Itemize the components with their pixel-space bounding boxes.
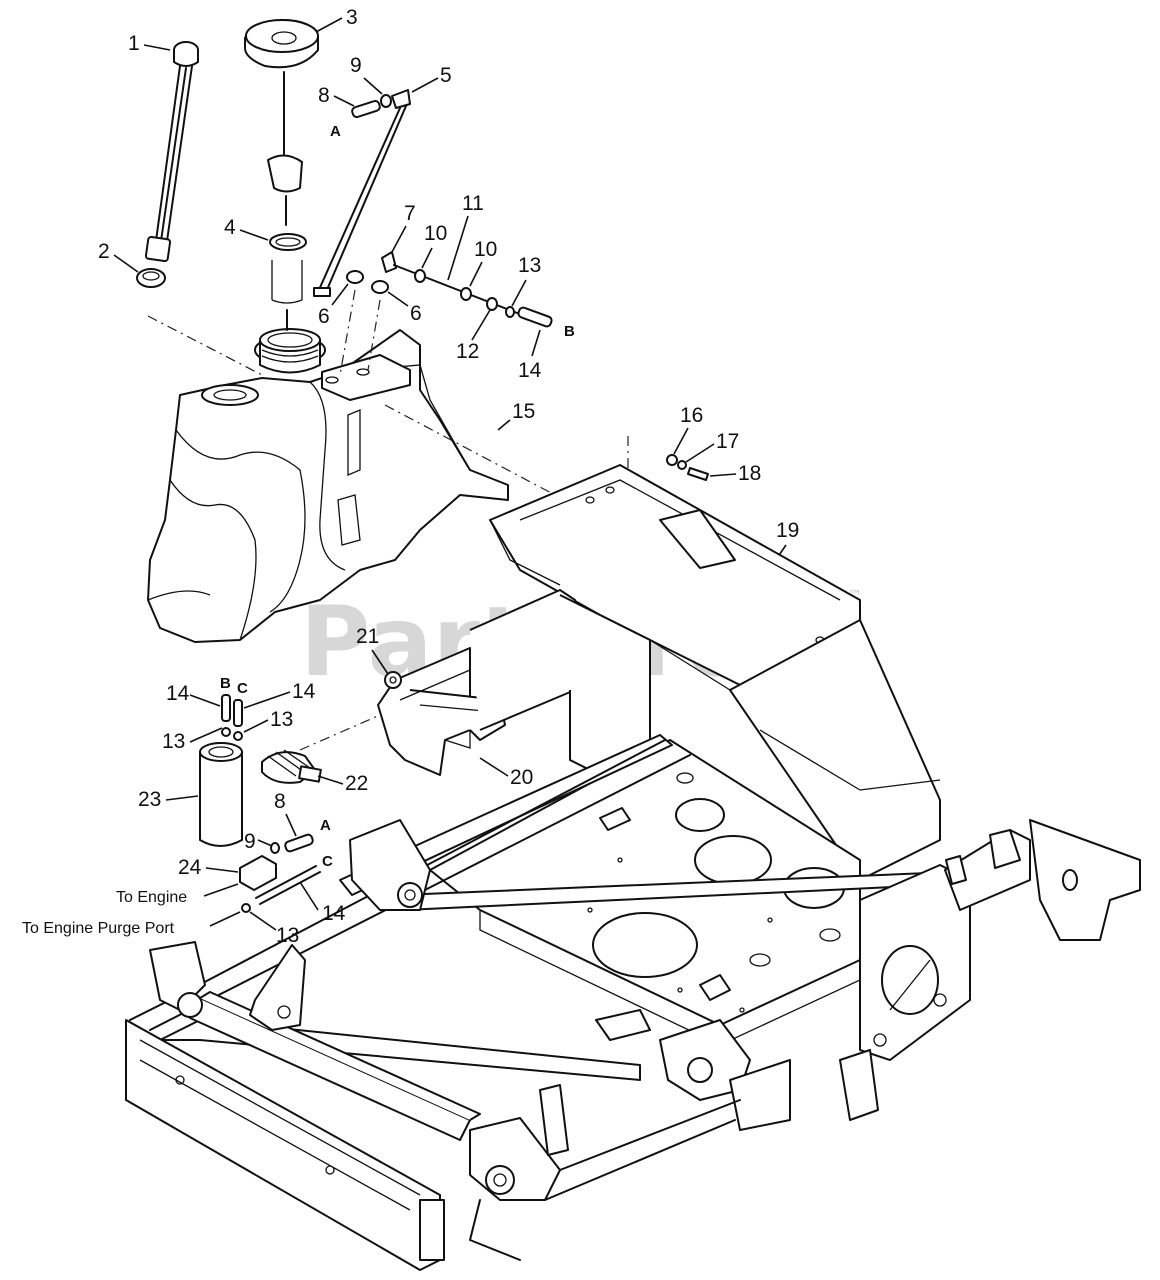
note-to-engine: To Engine xyxy=(116,889,187,906)
callout-17: 17 xyxy=(716,430,739,453)
callout-9b: 9 xyxy=(244,830,256,853)
callout-6a: 6 xyxy=(318,305,330,328)
rollover-valve-assembly: 6 6 7 10 10 11 12 13 14 B xyxy=(318,192,575,382)
callout-10b: 10 xyxy=(474,238,497,261)
fuel-gauge-rod: 1 2 xyxy=(98,32,263,376)
connector-c-lower: C xyxy=(322,853,333,870)
callout-13a: 13 xyxy=(518,254,541,277)
callout-13c: 13 xyxy=(270,708,293,731)
callout-5: 5 xyxy=(440,64,452,87)
callout-22: 22 xyxy=(345,772,368,795)
callout-14b: 14 xyxy=(166,682,190,705)
callout-20: 20 xyxy=(510,766,533,789)
callout-9a: 9 xyxy=(350,54,362,77)
fuel-tank: 15 xyxy=(147,328,535,643)
callout-3: 3 xyxy=(346,6,358,29)
fuel-cap: 3 4 xyxy=(224,6,358,331)
callout-14c: 14 xyxy=(292,680,316,703)
callout-4: 4 xyxy=(224,216,236,239)
note-to-engine-purge-port: To Engine Purge Port xyxy=(22,920,175,937)
callout-13b: 13 xyxy=(162,730,185,753)
callout-1: 1 xyxy=(128,32,140,55)
callout-2: 2 xyxy=(98,240,110,263)
connector-b-top: B xyxy=(564,323,575,340)
callout-8a: 8 xyxy=(318,84,330,107)
callout-14a: 14 xyxy=(518,359,542,382)
callout-11: 11 xyxy=(462,192,484,215)
callout-8b: 8 xyxy=(274,790,286,813)
callout-19: 19 xyxy=(776,519,799,542)
callout-15: 15 xyxy=(512,400,535,423)
callout-10a: 10 xyxy=(424,222,447,245)
chassis-frame xyxy=(125,464,1141,1271)
callout-7: 7 xyxy=(404,202,416,225)
callout-6b: 6 xyxy=(410,302,422,325)
callout-16: 16 xyxy=(680,404,703,427)
callout-18: 18 xyxy=(738,462,761,485)
callout-24: 24 xyxy=(178,856,202,879)
vent-hose: 8 A 9 5 xyxy=(313,54,452,297)
callout-12: 12 xyxy=(456,340,479,363)
connector-c-left: C xyxy=(237,680,248,697)
callout-21: 21 xyxy=(356,625,379,648)
connector-a-lower: A xyxy=(320,817,331,834)
callout-23: 23 xyxy=(138,788,161,811)
connector-b-left: B xyxy=(220,675,231,692)
connector-a-top: A xyxy=(330,123,341,140)
evap-canister-group: B C 14 14 13 13 23 22 9 8 A 24 C xyxy=(22,675,381,947)
